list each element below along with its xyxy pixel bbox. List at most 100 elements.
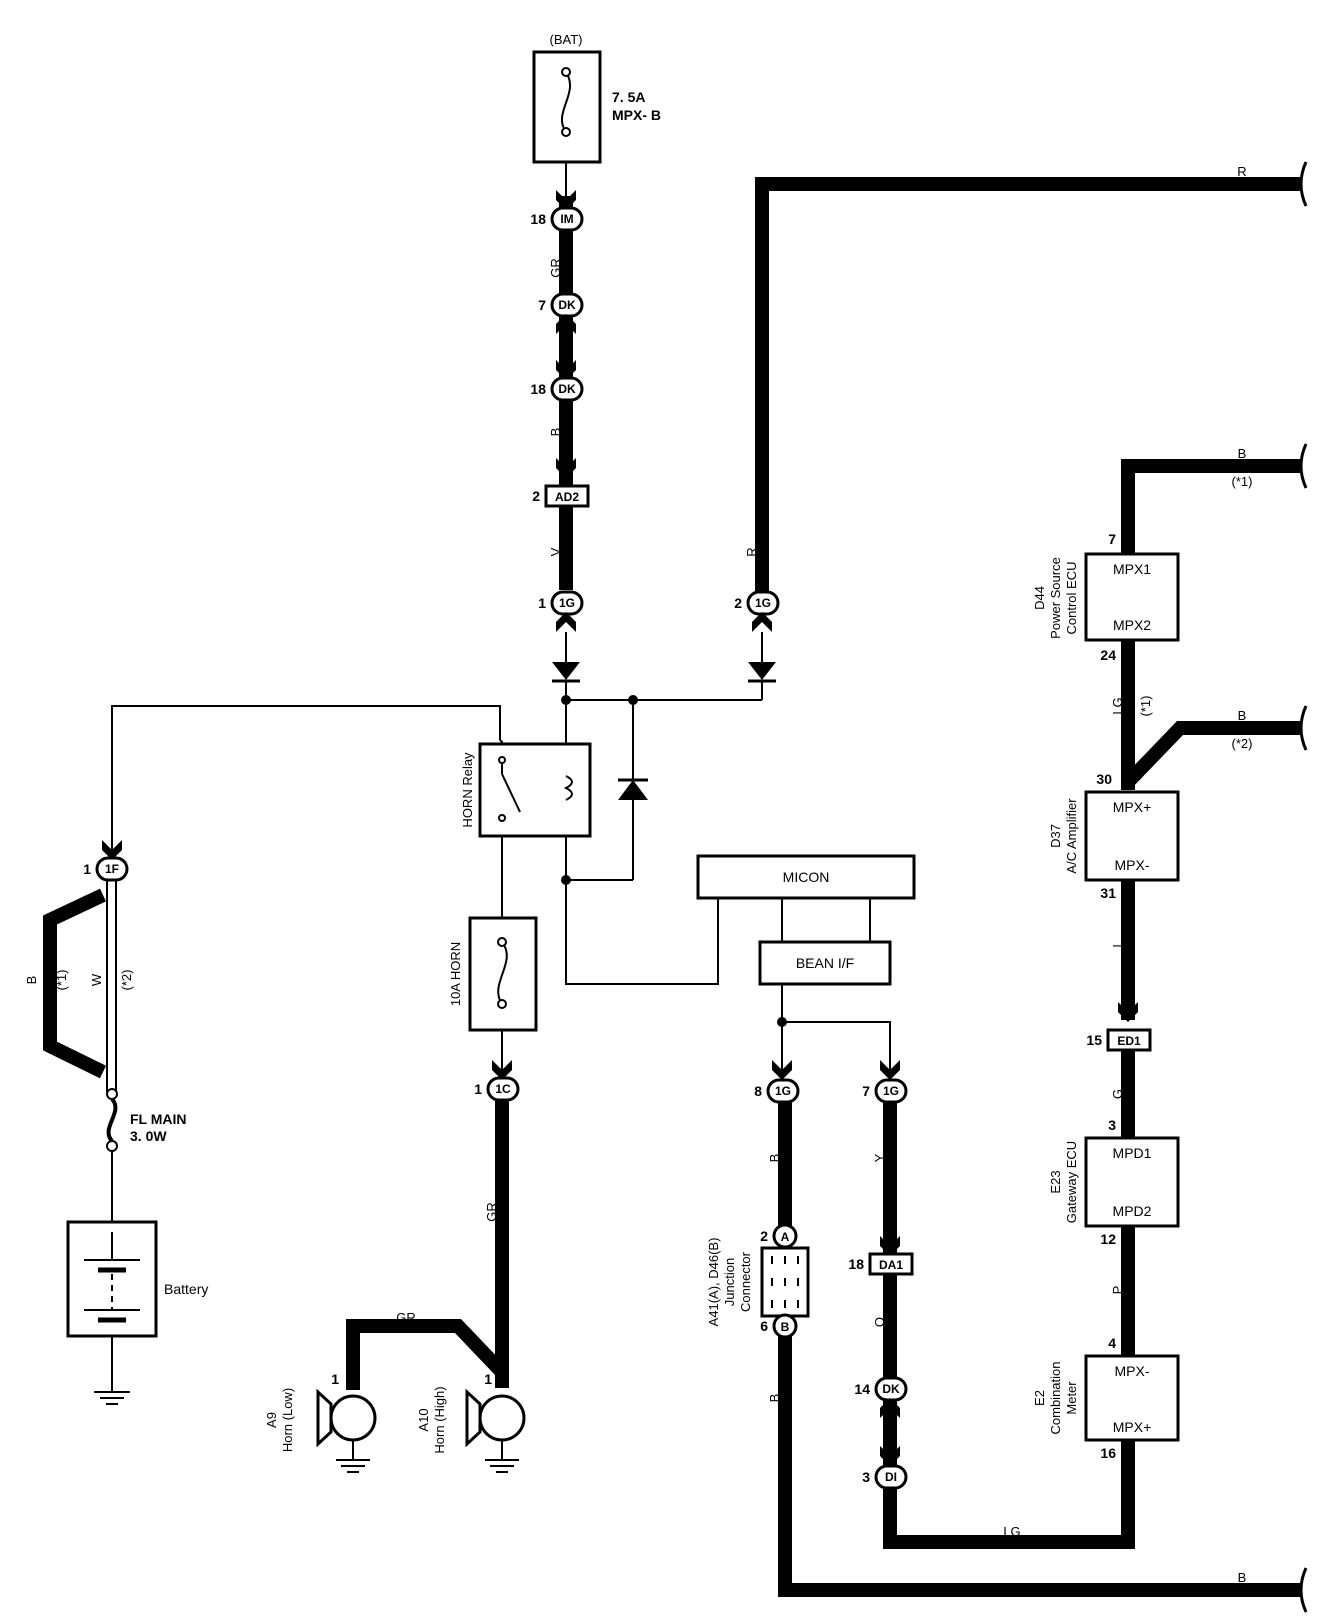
ps-ecu-label-2: Control ECU — [1064, 562, 1079, 635]
note-label: (*1) — [1138, 696, 1153, 717]
connector-1g-8: 1G — [775, 1084, 791, 1098]
note-label: (*2) — [1232, 736, 1253, 751]
micon-block: MICON BEAN I/F — [696, 854, 916, 986]
junction-dots — [561, 695, 787, 1027]
wire-color-label: Y — [872, 1153, 887, 1162]
continuation-marks — [1299, 161, 1308, 1613]
wire-color-label: O — [872, 1317, 887, 1327]
connector-im-1: IM — [560, 212, 573, 226]
pin-label: 1 — [331, 1371, 339, 1387]
wire-color-label: GR — [484, 1202, 499, 1222]
connector-da1: DA1 — [879, 1258, 903, 1272]
fuse-mpx-b: (BAT) 7. 5A MPX- B — [532, 32, 661, 164]
fuse-amp-label: 7. 5A — [612, 89, 645, 105]
pin-label: 4 — [1108, 1335, 1116, 1351]
comb-meter-id: E2 — [1032, 1390, 1047, 1406]
connector-di: DI — [885, 1470, 897, 1484]
ecu-pin-mpx-plus: MPX+ — [1113, 799, 1152, 815]
horn-relay-label: HORN Relay — [460, 752, 475, 828]
ecu-pin-mpx-minus: MPX- — [1115, 857, 1150, 873]
wire-color-label: B — [1238, 1570, 1247, 1585]
connector-ed1: ED1 — [1117, 1034, 1141, 1048]
battery-label: Battery — [164, 1281, 208, 1297]
fl-main-label: FL MAIN — [130, 1111, 187, 1127]
diodes — [552, 632, 776, 800]
pin-label: 3 — [862, 1469, 870, 1485]
pin-label: 16 — [1100, 1445, 1116, 1461]
ac-amp-id: D37 — [1048, 824, 1063, 848]
wire-color-label: B — [767, 1154, 782, 1163]
pin-label: 2 — [532, 488, 540, 504]
pin-label: 12 — [1100, 1231, 1116, 1247]
wire-color-label: B — [1238, 446, 1247, 461]
pin-label: 7 — [862, 1083, 870, 1099]
connector-b: B — [781, 1320, 790, 1334]
wire-color-label: P — [1110, 1286, 1125, 1295]
comb-meter-label-2: Meter — [1064, 1381, 1079, 1415]
horn-relay: HORN Relay — [460, 742, 592, 838]
ac-amp-label: A/C Amplifier — [1064, 798, 1079, 874]
w-fusible-link-wire — [106, 880, 117, 1092]
connector-dk-1: DK — [558, 298, 576, 312]
fl-main-and-battery: 1F 1 B (*1) W (*2) FL MAIN 3. 0W Battery — [24, 840, 208, 1405]
wire-color-label: R — [744, 547, 759, 556]
horn-low: 1 A9 Horn (Low) — [264, 1371, 377, 1473]
wire-color-label: LG — [1110, 697, 1125, 714]
ecu-pin-mpx2: MPX2 — [1113, 617, 1151, 633]
pin-label: 1 — [538, 595, 546, 611]
connectors-main-column: IM 18 DK 7 DK 18 AD2 2 1G 1 1G 2 — [530, 190, 780, 632]
pin-label: 1 — [474, 1081, 482, 1097]
bean-if-label: BEAN I/F — [796, 955, 854, 971]
pin-label: 15 — [1086, 1032, 1102, 1048]
fuse-horn-label: 10A HORN — [448, 942, 463, 1006]
right-ecu-column: B (*1) 7 MPX1 MPX2 24 D44 Power Source C… — [1032, 446, 1252, 1461]
comb-meter-label: Combination — [1048, 1362, 1063, 1435]
connector-1g-2: 1G — [755, 596, 771, 610]
pin-label: 24 — [1100, 647, 1116, 663]
pin-label: 14 — [854, 1381, 870, 1397]
connector-1g-7: 1G — [883, 1084, 899, 1098]
ecu-pin-mpd1: MPD1 — [1113, 1145, 1152, 1161]
note-label: (*1) — [1232, 474, 1253, 489]
junction-connector-label-2: Connector — [738, 1251, 753, 1312]
wire-color-label: B — [1238, 708, 1247, 723]
ecu-pin-mpx-minus-2: MPX- — [1115, 1363, 1150, 1379]
connectors-bean-bus: 1G 8 B 1G 7 Y A 2 B 6 A41(A), D46(B) Jun… — [706, 1060, 1246, 1585]
horn-high-name: Horn (High) — [432, 1386, 447, 1453]
wire-color-label: G — [1110, 1089, 1125, 1099]
thick-wires — [43, 177, 1300, 1597]
pin-label: 3 — [1108, 1117, 1116, 1133]
pin-label: 18 — [530, 211, 546, 227]
ps-ecu-id: D44 — [1032, 586, 1047, 610]
pin-label: 1 — [484, 1371, 492, 1387]
pin-label: 7 — [538, 297, 546, 313]
pin-label: 31 — [1100, 885, 1116, 901]
pin-label: 6 — [760, 1318, 768, 1334]
horn-high: 1 A10 Horn (High) — [416, 1371, 526, 1473]
pin-label: 2 — [734, 595, 742, 611]
junction-connector-id: A41(A), D46(B) — [706, 1238, 721, 1327]
pin-label: 7 — [1108, 531, 1116, 547]
pin-label: 2 — [760, 1228, 768, 1244]
connector-a: A — [781, 1230, 790, 1244]
horn-low-id: A9 — [264, 1412, 279, 1428]
fl-main-rating: 3. 0W — [130, 1128, 167, 1144]
wire-color-label: LG — [1003, 1524, 1020, 1539]
fuse-10a-horn: 10A HORN 1C 1 GR GR — [396, 916, 538, 1325]
gateway-ecu-label: Gateway ECU — [1064, 1141, 1079, 1223]
wire-color-label: GR — [396, 1310, 416, 1325]
horn-high-id: A10 — [416, 1408, 431, 1431]
ecu-pin-mpx-plus-2: MPX+ — [1113, 1419, 1152, 1435]
wire-color-label: L — [1110, 940, 1125, 947]
ecu-pin-mpx1: MPX1 — [1113, 561, 1151, 577]
wire-color-label: V — [548, 547, 563, 556]
connector-1g-1: 1G — [559, 596, 575, 610]
note-label: (*1) — [54, 970, 69, 991]
pin-label: 1 — [83, 861, 91, 877]
horn-low-name: Horn (Low) — [280, 1388, 295, 1452]
pin-label: 30 — [1096, 771, 1112, 787]
connector-1f: 1F — [105, 862, 119, 876]
ecu-pin-mpd2: MPD2 — [1113, 1203, 1152, 1219]
ps-ecu-label: Power Source — [1048, 557, 1063, 639]
